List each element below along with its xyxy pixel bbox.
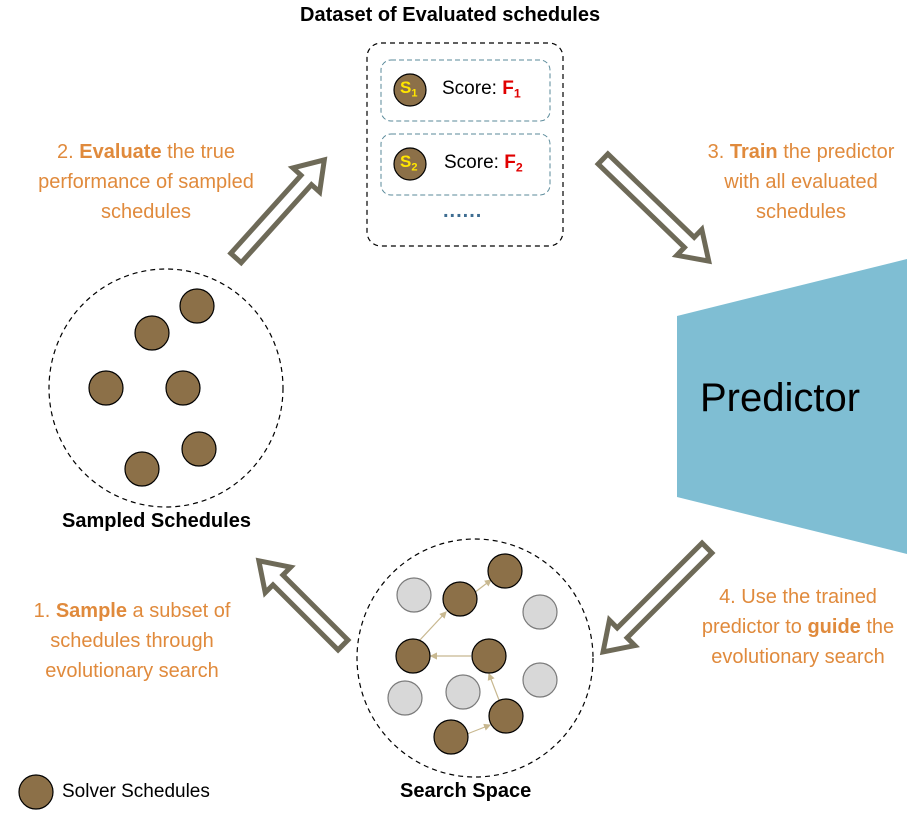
step-sample-line1: 1. Sample a subset of [10,596,254,626]
sampled-schedule-dot [181,431,217,467]
schedule-symbol-2: S2 [400,152,418,173]
step-keyword: Train [729,141,778,163]
step-text: the [860,616,895,638]
dataset-schedule-dot-1 [393,73,427,107]
step-guide-line3: evolutionary search [711,646,885,668]
step-evaluate-text: 2. Evaluate the true performance of samp… [14,137,278,227]
sampled-schedule-dot [165,370,201,406]
dataset-ellipsis: ...... [443,200,483,222]
legend-schedule-dot [18,774,54,810]
search-path-arrow [466,723,492,735]
search-space-schedule-dot [487,553,523,589]
score-f-letter: F [502,78,514,99]
step-text: a subset of [127,600,231,622]
score-f-sub: 1 [513,86,521,101]
dataset-score-1: Score: F1 [442,78,521,101]
search-space-schedule-dot [433,719,469,755]
arrow-guide [599,539,716,656]
search-space-schedule-dot [395,638,431,674]
arrow-train [594,150,712,265]
step-number: 3. [707,141,730,163]
step-text: the predictor [777,141,895,163]
search-space-circle [356,538,594,778]
step-keyword: guide [807,616,861,638]
search-space-unsampled-dot [522,594,558,630]
step-sample-text: 1. Sample a subset of schedules through … [10,596,254,686]
sampled-schedule-dot [134,315,170,351]
step-guide-line1: 4. Use the trained [719,586,877,608]
step-keyword: Evaluate [79,141,162,163]
score-f-letter: F [504,152,516,173]
sampled-schedule-dot [88,370,124,406]
search-space-unsampled-dot [387,680,423,716]
step-guide-text: 4. Use the trained predictor to guide th… [676,582,920,672]
step-guide-line2: predictor to guide the [676,612,920,642]
step-number: 1. [33,600,56,622]
dataset-item-box-1 [380,59,551,122]
step-sample-line2: schedules through [50,630,214,652]
score-value: F2 [504,152,523,175]
dataset-item-box-2 [380,133,551,196]
step-number: 2. [57,141,80,163]
search-path-arrow [473,579,492,594]
sampled-schedules-label: Sampled Schedules [62,510,251,532]
sampled-schedule-dot [179,288,215,324]
step-evaluate-line3: schedules [100,201,192,223]
score-label: Score: [442,78,497,99]
search-path-arrow [487,672,500,701]
step-keyword: Sample [55,600,127,622]
search-space-unsampled-dot [522,662,558,698]
schedule-symbol-letter: S [400,78,412,97]
predictor-shape [677,259,907,554]
search-space-unsampled-dot [445,674,481,710]
search-path-arrow [418,611,447,642]
search-space-schedule-dot [442,581,478,617]
score-value: F1 [502,78,521,101]
score-label: Score: [444,152,499,173]
search-space-unsampled-dot [396,577,432,613]
step-train-text: 3. Train the predictor with all evaluate… [683,137,919,227]
step-train-line1: 3. Train the predictor [683,137,919,167]
search-space-schedule-dot [471,638,507,674]
sampled-schedules-circle [48,268,284,508]
dataset-score-2: Score: F2 [444,152,523,175]
search-space-schedule-dot [488,698,524,734]
step-evaluate-line1: 2. Evaluate the true [14,137,278,167]
step-sample-line3: evolutionary search [45,660,219,682]
score-f-sub: 2 [515,160,523,175]
arrow-sample [255,557,352,654]
predictor-label: Predictor [700,376,861,420]
legend-label: Solver Schedules [62,781,210,802]
arrow-evaluate [227,156,328,267]
dataset-title: Dataset of Evaluated schedules [300,4,601,26]
sampled-schedule-dot [124,451,160,487]
dataset-schedule-dot-2 [393,147,427,181]
step-text: the true [161,141,235,163]
step-text: predictor to [701,616,808,638]
step-train-line2: with all evaluated [724,171,878,193]
step-train-line3: schedules [755,201,847,223]
schedule-symbol-sub: 2 [411,161,418,174]
schedule-symbol-sub: 1 [411,87,418,100]
schedule-symbol-letter: S [400,152,412,171]
search-space-label: Search Space [400,780,532,802]
dataset-container [366,42,564,247]
step-evaluate-line2: performance of sampled [38,171,254,193]
schedule-symbol-1: S1 [400,78,418,99]
